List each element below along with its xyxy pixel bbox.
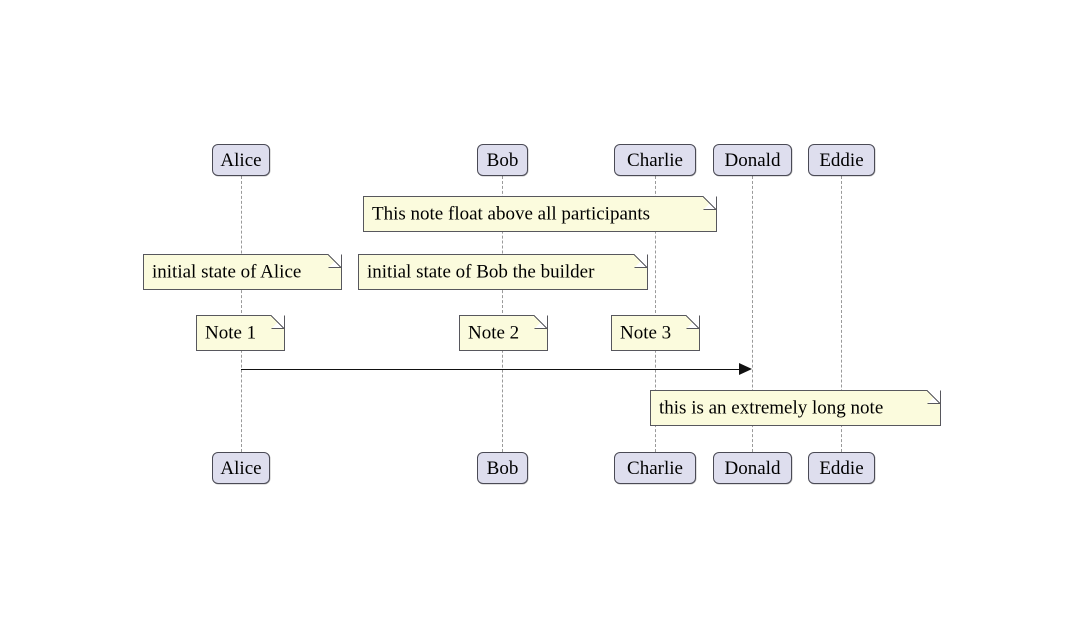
note-initial-state-alice[interactable]: initial state of Alice <box>143 254 342 290</box>
note-text: Note 2 <box>468 322 520 344</box>
note-2[interactable]: Note 2 <box>459 315 548 351</box>
participant-label: Eddie <box>819 149 864 171</box>
note-background <box>143 254 342 290</box>
participant-label: Alice <box>220 457 262 479</box>
participant-label: Charlie <box>627 149 683 171</box>
lifeline-eddie <box>841 176 842 452</box>
participant-foot-donald[interactable]: Donald <box>713 452 792 484</box>
note-background <box>358 254 648 290</box>
participant-head-alice[interactable]: Alice <box>212 144 270 176</box>
participant-head-eddie[interactable]: Eddie <box>808 144 875 176</box>
participant-label: Bob <box>486 457 519 479</box>
participant-foot-bob[interactable]: Bob <box>477 452 528 484</box>
participant-foot-alice[interactable]: Alice <box>212 452 270 484</box>
lifeline-charlie <box>655 176 656 452</box>
note-1[interactable]: Note 1 <box>196 315 285 351</box>
lifeline-bob <box>502 176 503 452</box>
note-text: initial state of Bob the builder <box>367 261 595 283</box>
note-text: Note 1 <box>205 322 257 344</box>
participant-head-charlie[interactable]: Charlie <box>614 144 696 176</box>
note-text: this is an extremely long note <box>659 397 884 419</box>
participant-foot-eddie[interactable]: Eddie <box>808 452 875 484</box>
participant-label: Bob <box>486 149 519 171</box>
message-arrowhead-icon <box>739 363 752 375</box>
participant-head-bob[interactable]: Bob <box>477 144 528 176</box>
note-extremely-long[interactable]: this is an extremely long note <box>650 390 941 426</box>
lifeline-alice <box>241 176 242 452</box>
note-text: Note 3 <box>620 322 672 344</box>
note-initial-state-bob[interactable]: initial state of Bob the builder <box>358 254 648 290</box>
participant-label: Alice <box>220 149 262 171</box>
note-3[interactable]: Note 3 <box>611 315 700 351</box>
message-line-alice-to-donald[interactable] <box>241 369 741 370</box>
note-background <box>650 390 941 426</box>
note-background <box>363 196 717 232</box>
participant-label: Donald <box>724 149 781 171</box>
participant-head-donald[interactable]: Donald <box>713 144 792 176</box>
participant-label: Donald <box>724 457 781 479</box>
participant-label: Eddie <box>819 457 864 479</box>
note-text: initial state of Alice <box>152 261 302 283</box>
participant-label: Charlie <box>627 457 683 479</box>
lifeline-donald <box>752 176 753 452</box>
note-float-above-all[interactable]: This note float above all participants <box>363 196 717 232</box>
note-text: This note float above all participants <box>372 203 651 225</box>
participant-foot-charlie[interactable]: Charlie <box>614 452 696 484</box>
